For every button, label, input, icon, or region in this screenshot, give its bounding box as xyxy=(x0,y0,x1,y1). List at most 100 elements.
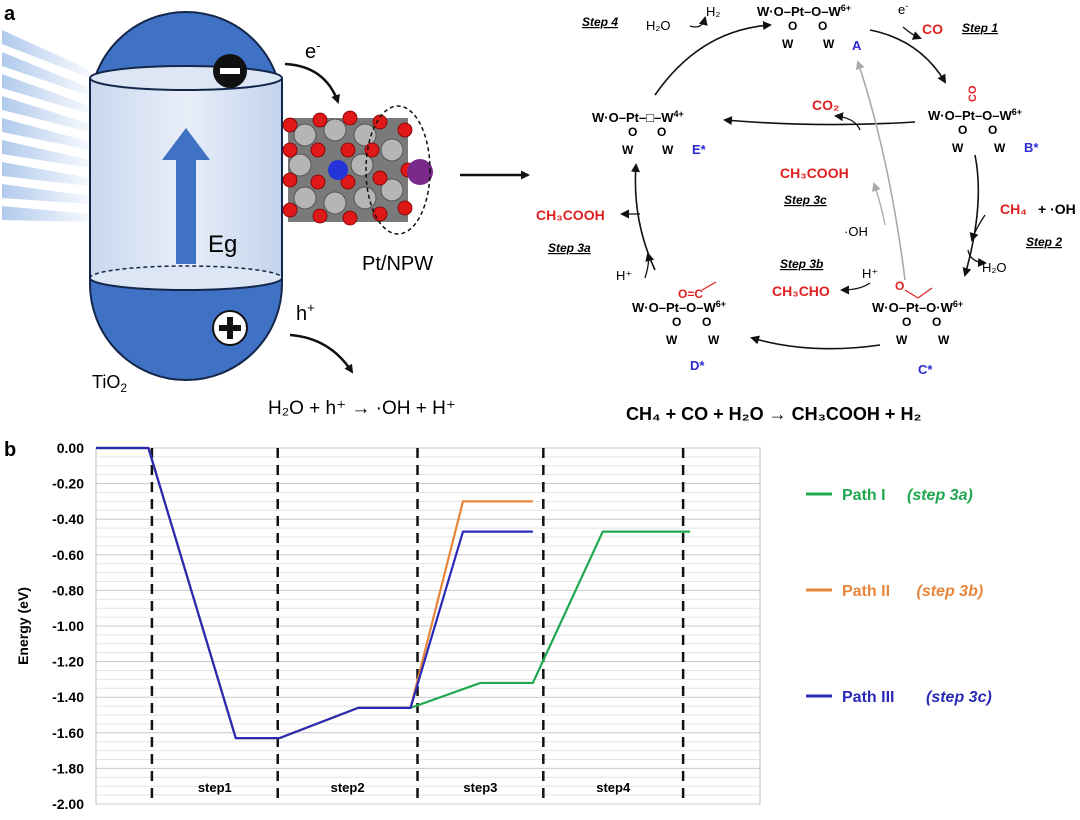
pt-atom xyxy=(407,159,433,185)
light-beams xyxy=(2,30,90,222)
tungsten-atom-5 xyxy=(293,186,317,210)
overall-reaction: CH₄ + CO + H₂O → CH₃COOH + H₂ xyxy=(626,404,921,424)
legend-name-2: Path II xyxy=(842,583,890,600)
energy-chart: 0.00-0.20-0.40-0.60-0.80-1.00-1.20-1.40-… xyxy=(52,440,992,812)
svg-text:W: W xyxy=(622,143,634,157)
svg-text:W·O–Pt–O–W6+: W·O–Pt–O–W6+ xyxy=(928,107,1022,123)
legend-note-1: (step 3a) xyxy=(907,487,973,504)
svg-text:CO: CO xyxy=(967,85,979,102)
svg-text:B*: B* xyxy=(1024,140,1039,155)
svg-text:W: W xyxy=(708,333,720,347)
svg-text:W: W xyxy=(823,37,835,51)
step-label-2: Step 2 xyxy=(1026,235,1062,249)
svg-text:O: O xyxy=(932,315,941,329)
svg-text:O: O xyxy=(895,279,904,293)
oxygen-atom-6 xyxy=(310,142,326,158)
svg-text:C*: C* xyxy=(918,362,933,377)
svg-text:W: W xyxy=(938,333,950,347)
catalyst-label: Pt/NPW xyxy=(362,253,433,275)
y-tick-label: -0.80 xyxy=(52,582,84,598)
oxygen-atom-15 xyxy=(372,206,388,222)
oxygen-atom-11 xyxy=(372,170,388,186)
step-label-step2: step2 xyxy=(331,780,365,795)
y-tick-label: -1.20 xyxy=(52,654,84,670)
species-ch4: CH₄ xyxy=(1000,201,1027,217)
svg-text:W: W xyxy=(666,333,678,347)
species-h2: H₂ xyxy=(706,4,720,19)
svg-text:O: O xyxy=(958,123,967,137)
y-tick-label: -2.00 xyxy=(52,796,84,812)
species-hplus-3b: H⁺ xyxy=(862,266,878,281)
svg-text:O: O xyxy=(788,19,797,33)
svg-text:W·O–Pt–O·W6+: W·O–Pt–O·W6+ xyxy=(872,299,963,315)
svg-text:W: W xyxy=(896,333,908,347)
svg-text:O: O xyxy=(657,125,666,139)
electron-label: e- xyxy=(305,38,320,63)
tungsten-atom-3 xyxy=(288,153,312,177)
electron-transfer: e- xyxy=(284,38,340,104)
legend-name-3: Path III xyxy=(842,689,894,706)
panel-a: a Eg xyxy=(2,1,1076,424)
pt-npw-cluster xyxy=(282,110,433,226)
step-label-step3: step3 xyxy=(463,780,497,795)
oxygen-atom-4 xyxy=(397,122,413,138)
oxygen-atom-14 xyxy=(342,210,358,226)
tungsten-atom-6 xyxy=(323,191,347,215)
y-tick-label: 0.00 xyxy=(57,440,84,456)
species-acetic-3a: CH₃COOH xyxy=(536,207,605,223)
svg-text:W·O–Pt–O–W6+: W·O–Pt–O–W6+ xyxy=(757,3,851,19)
legend-name-1: Path I xyxy=(842,487,886,504)
y-axis-label: Energy (eV) xyxy=(15,587,31,665)
species-h2o-out: H₂O xyxy=(982,260,1007,275)
svg-text:O: O xyxy=(988,123,997,137)
svg-text:W: W xyxy=(662,143,674,157)
svg-text:O: O xyxy=(818,19,827,33)
series-line-3 xyxy=(96,446,533,740)
tungsten-atom-9 xyxy=(380,178,404,202)
step-label-step4: step4 xyxy=(596,780,631,795)
svg-text:O: O xyxy=(628,125,637,139)
svg-text:W·O–Pt–O–W6+: W·O–Pt–O–W6+ xyxy=(632,299,726,315)
y-tick-label: -1.60 xyxy=(52,725,84,741)
svg-text:W: W xyxy=(782,37,794,51)
species-acetic-3c: CH₃COOH xyxy=(780,165,849,181)
oxygen-atom-10 xyxy=(340,174,356,190)
species-co2: CO₂ xyxy=(812,97,839,113)
step-label-3c: Step 3c xyxy=(784,193,827,207)
species-oh-radical: + ·OH xyxy=(1038,201,1076,217)
intermediate-c: O W·O–Pt–O·W6+ O O W W C* xyxy=(872,279,963,377)
tungsten-atom-8 xyxy=(380,138,404,162)
band-gap-label: Eg xyxy=(208,231,237,258)
svg-text:O: O xyxy=(702,315,711,329)
tio2-capsule: Eg TiO2 xyxy=(89,11,283,395)
panel-b-label: b xyxy=(4,439,16,461)
tungsten-atom-1 xyxy=(323,118,347,142)
y-tick-label: -0.60 xyxy=(52,547,84,563)
svg-text:W: W xyxy=(994,141,1006,155)
oxygen-atom-13 xyxy=(312,208,328,224)
oxygen-atom-3 xyxy=(372,114,388,130)
hole-label: h+ xyxy=(296,300,315,325)
step-label-1: Step 1 xyxy=(962,21,998,35)
central-atom xyxy=(328,160,348,180)
svg-text:W: W xyxy=(952,141,964,155)
species-hplus-3a: H⁺ xyxy=(616,268,632,283)
species-acetaldehyde: CH₃CHO xyxy=(772,283,830,299)
species-h2o-in: H₂O xyxy=(646,18,671,33)
svg-text:O: O xyxy=(672,315,681,329)
svg-text:E*: E* xyxy=(692,142,707,157)
semiconductor-label: TiO2 xyxy=(92,372,127,395)
y-tick-label: -1.40 xyxy=(52,689,84,705)
svg-text:O: O xyxy=(902,315,911,329)
tungsten-atom-2 xyxy=(353,123,377,147)
y-tick-label: -0.20 xyxy=(52,476,84,492)
oxygen-atom-2 xyxy=(342,110,358,126)
y-tick-label: -1.80 xyxy=(52,760,84,776)
legend-note-3: (step 3c) xyxy=(926,689,992,706)
svg-text:O=C: O=C xyxy=(678,287,703,301)
hole-transfer: h+ xyxy=(289,300,354,374)
